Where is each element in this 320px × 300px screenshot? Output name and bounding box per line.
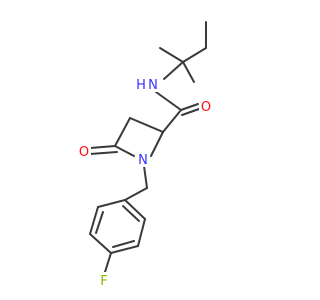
- amide-h-label: H: [136, 78, 146, 93]
- bond: [182, 61, 195, 83]
- bond: [150, 131, 164, 157]
- bond: [129, 117, 164, 133]
- amide-o-label: O: [201, 100, 211, 115]
- bond: [159, 47, 184, 63]
- bond: [112, 240, 135, 248]
- bond: [89, 233, 112, 254]
- bond: [181, 108, 200, 116]
- molecule-structure: H N O O N F: [77, 21, 213, 289]
- atom-labels: H N O O N F: [77, 76, 213, 289]
- bond: [180, 103, 199, 111]
- bond: [110, 245, 139, 254]
- bond: [114, 117, 131, 147]
- lactam-o-label: O: [79, 145, 89, 160]
- bond: [182, 47, 207, 63]
- bond: [143, 165, 148, 189]
- bond: [122, 205, 140, 222]
- lactam-oxygen-label: O: [77, 143, 91, 160]
- bond: [104, 252, 112, 273]
- bond: [137, 218, 146, 247]
- bond: [155, 91, 182, 111]
- bond: [89, 206, 99, 235]
- bond: [89, 151, 118, 155]
- bond: [124, 187, 148, 201]
- bond: [163, 61, 184, 80]
- bond: [124, 199, 146, 220]
- bonds: [89, 21, 207, 273]
- ring-nitrogen-label: N: [136, 151, 150, 168]
- bond: [97, 199, 126, 208]
- amide-nh-label: H N: [136, 76, 159, 93]
- bond: [162, 109, 182, 133]
- fluorine-label: F: [97, 272, 111, 289]
- amide-oxygen-label: O: [199, 98, 213, 115]
- bond: [95, 211, 104, 234]
- bond: [114, 145, 135, 157]
- ring-n-label: N: [138, 153, 148, 168]
- amide-n-label: N: [148, 78, 158, 93]
- f-label: F: [100, 274, 107, 289]
- bond: [89, 145, 116, 149]
